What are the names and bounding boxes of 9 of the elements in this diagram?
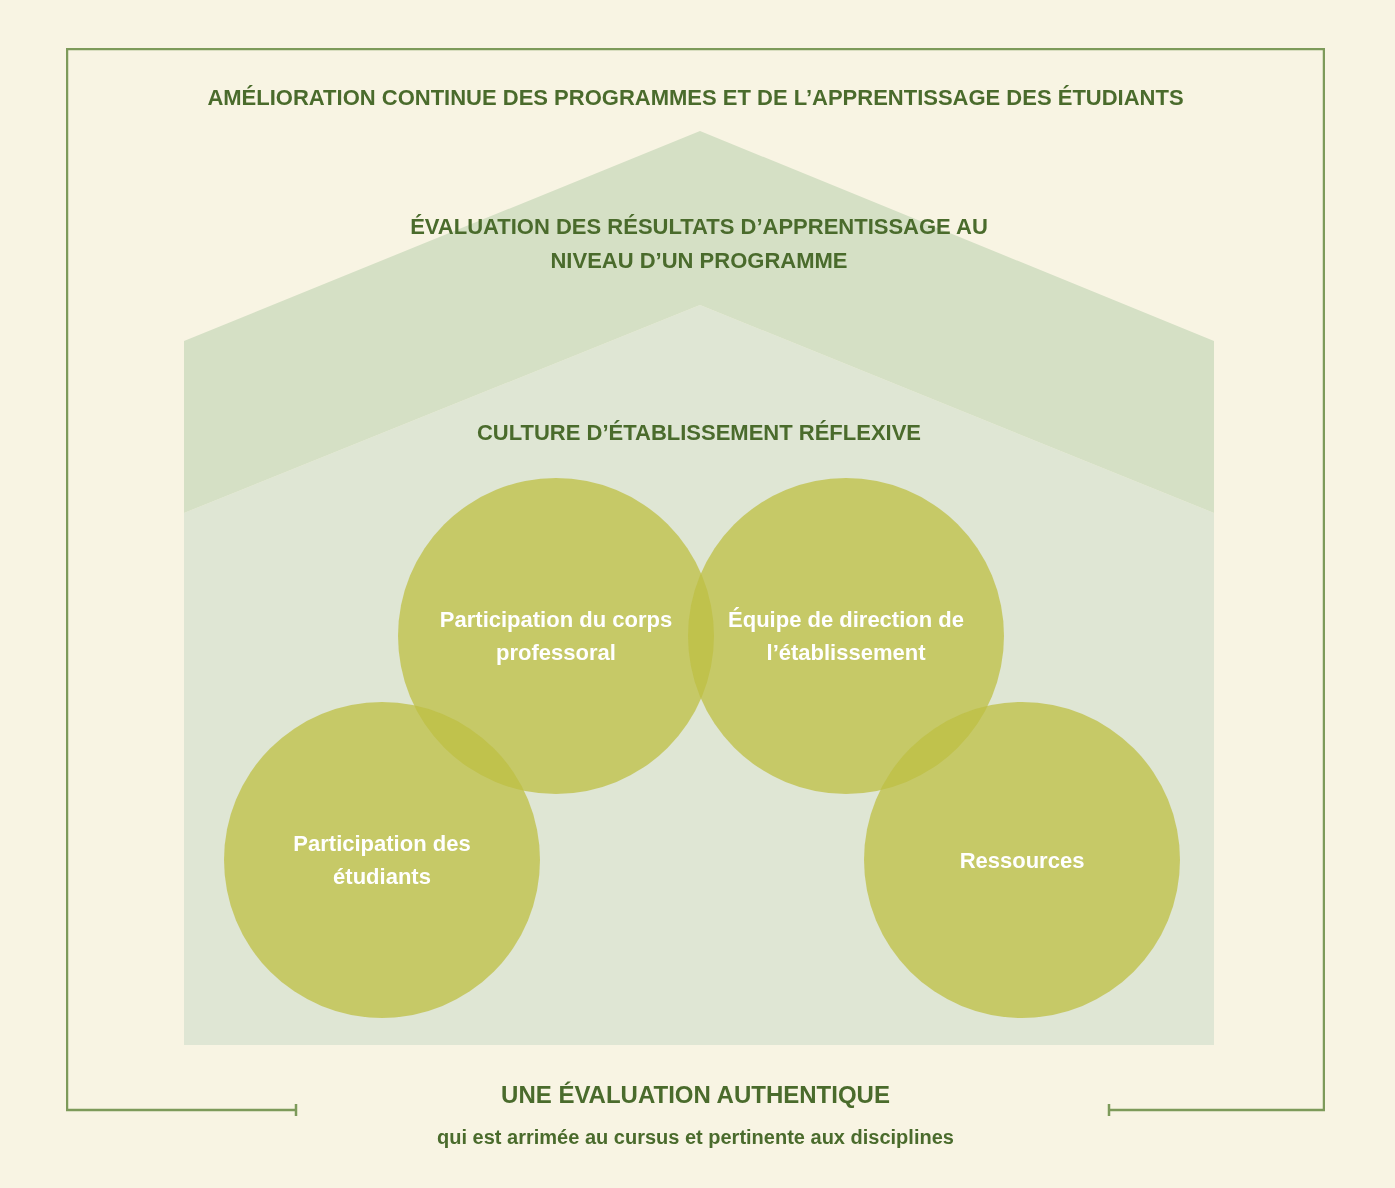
circle-label: Équipe de direction de l’établissement [727, 606, 965, 667]
subtitle: qui est arrimée au cursus et pertinente aux disciplines [436, 1125, 955, 1150]
heading: ÉVALUATION DES RÉSULTATS D’APPRENTISSAGE AU NIVEAU D’UN PROGRAMME [409, 213, 989, 276]
heading: UNE ÉVALUATION AUTHENTIQUE [500, 1080, 891, 1110]
circle-label: Participation des étudiants [292, 830, 472, 891]
heading: CULTURE D’ÉTABLISSEMENT RÉFLEXIVE [475, 419, 923, 447]
heading: AMÉLIORATION CONTINUE DES PROGRAMMES ET DE L’APPRENTISSAGE DES ÉTUDIANTS [206, 84, 1185, 112]
circle-label: Participation du corps professoral [438, 606, 674, 667]
circle-label: Ressources [958, 846, 1086, 875]
